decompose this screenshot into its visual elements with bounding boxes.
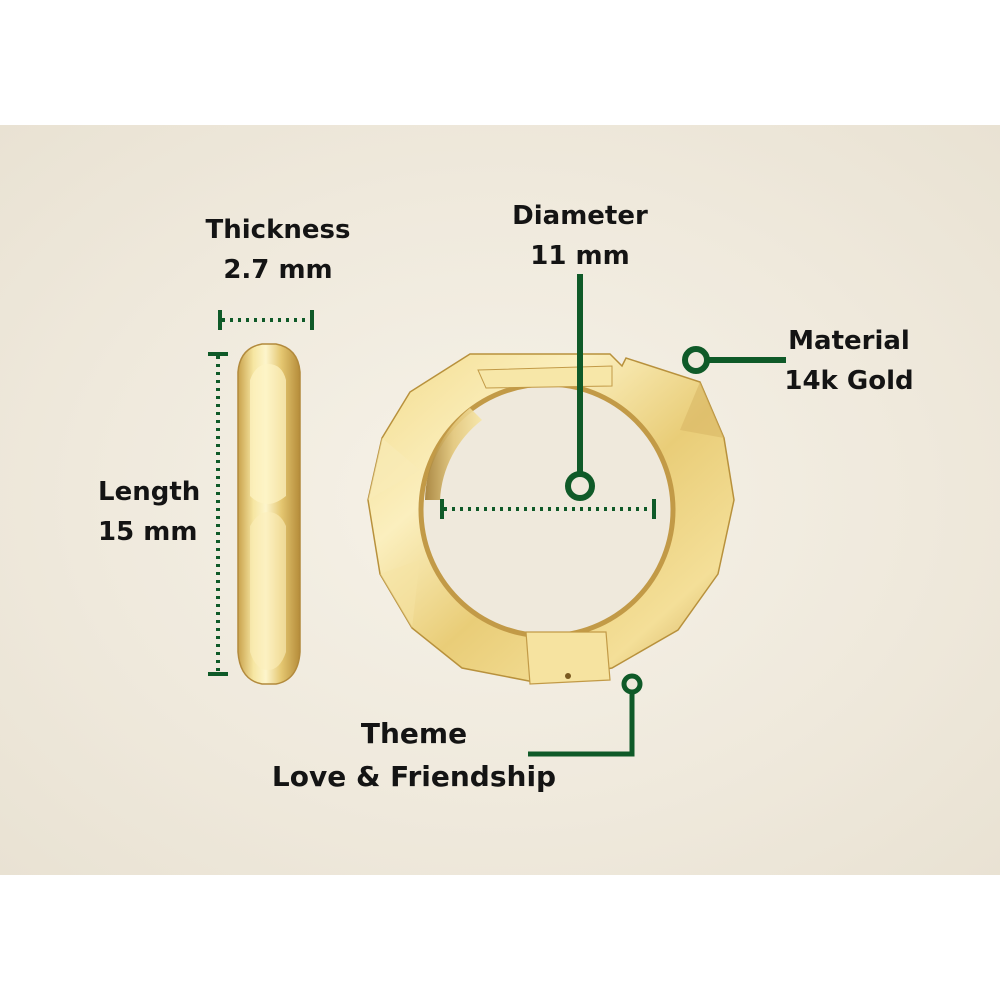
theme-label: Theme bbox=[360, 717, 468, 750]
thickness-label: Thickness bbox=[205, 215, 351, 245]
earring-front-view bbox=[367, 353, 735, 685]
theme-spec: Theme Love & Friendship bbox=[254, 712, 574, 799]
material-label: Material bbox=[788, 326, 910, 356]
diameter-value: 11 mm bbox=[530, 241, 630, 272]
diameter-label: Diameter bbox=[512, 201, 648, 231]
earring-side-view bbox=[237, 343, 301, 685]
theme-value: Love & Friendship bbox=[271, 760, 557, 794]
annotation-lines bbox=[208, 274, 786, 757]
material-value: 14k Gold bbox=[784, 366, 914, 397]
material-spec: Material 14k Gold bbox=[766, 321, 932, 402]
length-value: 15 mm bbox=[98, 517, 198, 548]
diameter-spec: Diameter 11 mm bbox=[490, 196, 670, 277]
thickness-spec: Thickness 2.7 mm bbox=[188, 210, 368, 291]
length-spec: Length 15 mm bbox=[98, 472, 218, 553]
length-label: Length bbox=[98, 477, 201, 507]
thickness-value: 2.7 mm bbox=[223, 255, 333, 286]
